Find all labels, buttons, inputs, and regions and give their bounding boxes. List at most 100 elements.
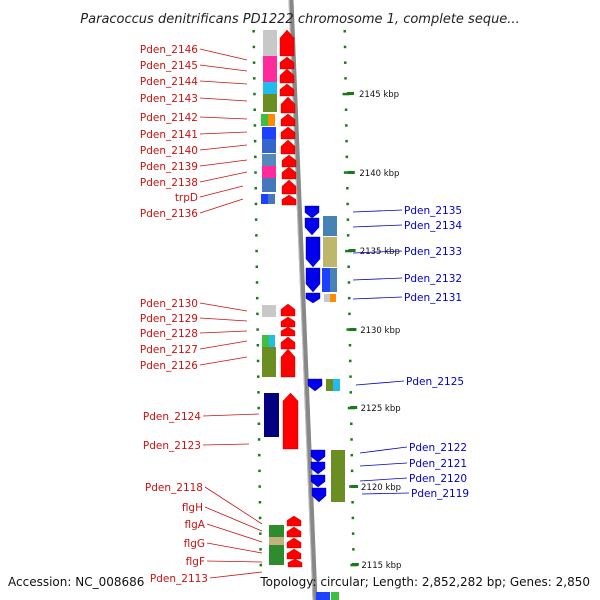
left-gene-label[interactable]: Pden_2113 [150,573,208,585]
reverse-gene-arrow[interactable] [304,217,320,236]
left-gene-label[interactable]: flgA [185,519,206,531]
scale-tick [258,469,261,473]
reverse-gene-arrow[interactable] [311,487,327,503]
right-gene-label[interactable]: Pden_2133 [404,246,462,258]
left-callout-line [199,185,244,198]
forward-gene-arrow[interactable] [280,126,296,140]
forward-gene-arrow[interactable] [282,392,299,450]
gene-feature-block [269,335,275,347]
forward-gene-arrow[interactable] [279,56,295,70]
left-gene-label[interactable]: Pden_2129 [140,313,198,325]
summary-text: Topology: circular; Length: 2,852,282 bp… [259,575,590,589]
left-gene-label[interactable]: Pden_2123 [143,440,201,452]
left-gene-label[interactable]: Pden_2118 [145,482,203,494]
scale-tick [253,92,256,96]
left-gene-label[interactable]: Pden_2139 [140,161,198,173]
scale-tick [347,265,350,268]
left-callout-line [199,340,248,350]
backbone-layer [288,0,318,600]
forward-gene-arrow[interactable] [280,303,296,317]
forward-gene-arrow[interactable] [280,348,296,378]
scale-tick [256,344,260,347]
forward-gene-arrow[interactable] [281,166,297,180]
left-gene-label[interactable]: Pden_2126 [140,360,198,372]
forward-gene-arrow[interactable] [281,194,297,206]
scale-tick [259,563,263,567]
right-gene-label[interactable]: Pden_2132 [404,273,462,285]
forward-gene-arrow[interactable] [286,526,302,538]
left-gene-label[interactable]: Pden_2140 [140,145,198,157]
forward-gene-arrow[interactable] [286,537,302,549]
left-gene-label[interactable]: Pden_2146 [140,44,198,56]
reverse-gene-arrow[interactable] [310,474,326,488]
forward-gene-arrow[interactable] [279,68,295,84]
forward-gene-arrow[interactable] [279,29,295,57]
left-gene-label[interactable]: flgG [184,538,205,550]
forward-gene-arrow[interactable] [280,139,296,155]
forward-gene-arrow[interactable] [280,336,296,350]
forward-gene-arrow[interactable] [280,96,296,114]
right-gene-label[interactable]: Pden_2131 [404,292,462,304]
reverse-gene-arrow[interactable] [305,292,321,304]
right-gene-label[interactable]: Pden_2125 [406,376,464,388]
scale-tick [349,391,353,394]
forward-gene-arrow[interactable] [280,326,296,337]
scale-tick [344,61,347,64]
left-callout-line [199,171,248,183]
right-gene-label[interactable]: Pden_2134 [404,220,462,232]
left-gene-label[interactable]: Pden_2143 [140,93,198,105]
reverse-gene-arrow[interactable] [310,449,326,463]
right-gene-label[interactable]: Pden_2120 [409,473,467,485]
forward-gene-arrow[interactable] [281,179,297,195]
reverse-gene-arrow[interactable] [305,267,321,293]
forward-gene-arrow[interactable] [279,83,295,97]
scale-tick [352,548,355,551]
left-gene-label[interactable]: Pden_2138 [140,177,198,189]
scale-tick [259,548,262,551]
reverse-gene-arrow[interactable] [310,461,326,475]
scale-tick [350,453,354,457]
left-gene-label[interactable]: Pden_2144 [140,76,198,88]
left-gene-label[interactable]: Pden_2128 [140,328,198,340]
scale-tick [345,139,348,143]
forward-gene-arrow[interactable] [280,113,296,127]
left-callout-line [204,506,263,532]
gene-feature-block [326,379,333,391]
left-gene-label[interactable]: flgF [186,556,205,568]
reverse-gene-arrow[interactable] [304,205,320,219]
scale-tick [253,77,256,80]
right-callout-line [352,277,403,281]
scale-tick [255,234,258,237]
right-gene-label[interactable]: Pden_2121 [409,458,467,470]
left-gene-label[interactable]: Pden_2130 [140,298,198,310]
left-gene-label[interactable]: Pden_2145 [140,60,198,72]
scale-label: 2125 kbp [361,404,401,414]
left-callout-line [206,560,263,563]
right-gene-label[interactable]: Pden_2122 [409,442,467,454]
right-gene-label[interactable]: Pden_2119 [411,488,469,500]
forward-gene-arrow[interactable] [280,316,296,328]
reverse-gene-arrow[interactable] [307,378,323,392]
reverse-gene-arrow[interactable] [305,236,321,268]
gene-feature-block [323,237,337,267]
left-gene-label[interactable]: Pden_2136 [140,208,198,220]
left-gene-label[interactable]: flgH [182,502,203,514]
scale-tick [257,391,260,394]
chromosome-backbone-highlight [288,0,314,600]
right-gene-label[interactable]: Pden_2135 [404,205,462,217]
forward-gene-arrow[interactable] [286,548,302,560]
left-gene-label[interactable]: Pden_2124 [143,411,201,423]
left-gene-label[interactable]: trpD [175,192,198,204]
forward-gene-arrow[interactable] [287,558,303,568]
left-gene-label[interactable]: Pden_2142 [140,112,198,124]
left-gene-label[interactable]: Pden_2141 [140,129,198,141]
forward-gene-arrow[interactable] [281,154,297,168]
major-scale-tick [349,328,357,331]
forward-gene-arrow[interactable] [286,515,302,527]
gene-feature-block [263,30,277,56]
accession-text: Accession: NC_008686 [8,575,144,589]
gene-feature-block [262,127,276,139]
right-callout-line [352,224,403,228]
left-gene-label[interactable]: Pden_2127 [140,344,198,356]
